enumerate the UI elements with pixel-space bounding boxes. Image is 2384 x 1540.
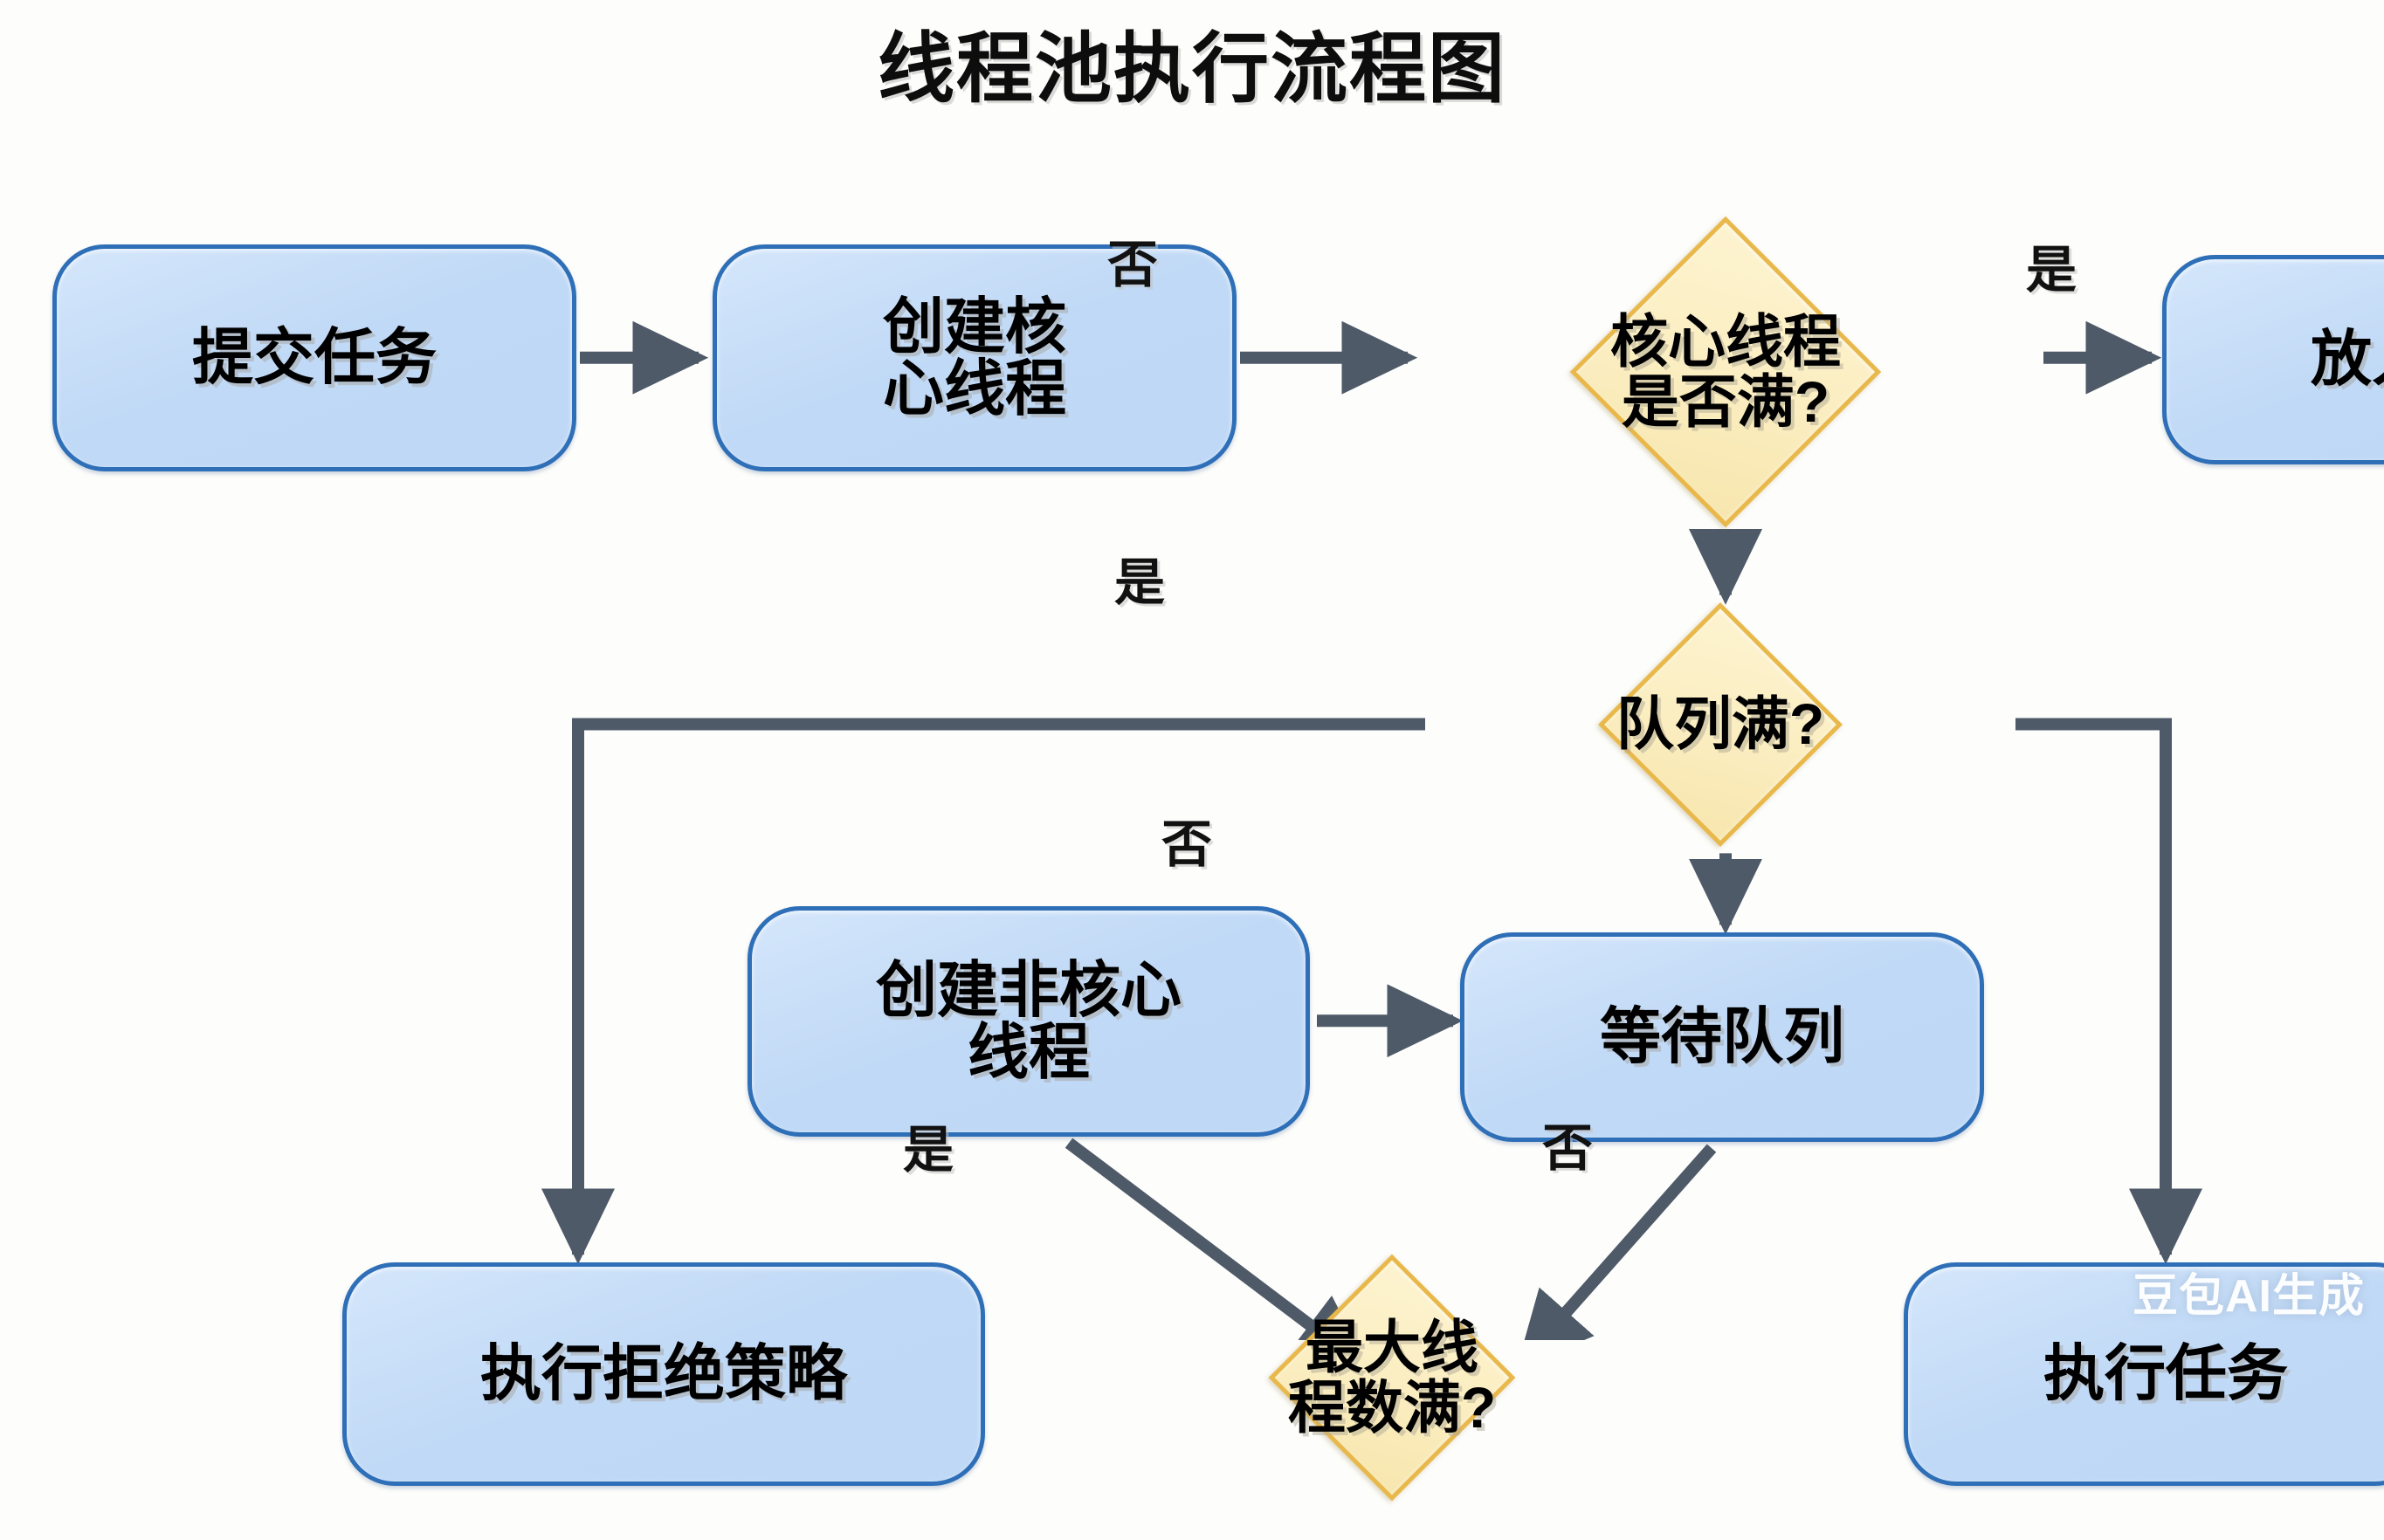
node-max-thread-full-decision[interactable]: 最大线 程数满? bbox=[1139, 1215, 1645, 1540]
node-enqueue-label: 放入队列 bbox=[2311, 325, 2384, 394]
connector-layer bbox=[541, 320, 2202, 1340]
node-create-core-thread[interactable]: 创建核 心线程 bbox=[713, 244, 1237, 471]
page-title: 线程池执行流程图 bbox=[877, 25, 1506, 112]
node-wait-queue[interactable]: 等待队列 bbox=[1460, 932, 1984, 1142]
flowchart-canvas: 线程池执行流程图 bbox=[52, 25, 2384, 1502]
edge-label-noncore-to-wait-queue: 否 bbox=[1161, 816, 1213, 873]
edge-label-core-full-to-enqueue: 是 bbox=[2026, 242, 2077, 299]
node-reject-policy-label: 执行拒绝策略 bbox=[480, 1339, 847, 1408]
edge-label-run-task-to-max-full: 否 bbox=[1542, 1120, 1594, 1177]
node-create-noncore-thread[interactable]: 创建非核心 线程 bbox=[748, 906, 1310, 1137]
edge-label-queue-full-to-reject: 是 bbox=[1114, 554, 1166, 611]
node-queue-full-decision[interactable]: 队列满? bbox=[1432, 602, 2008, 848]
node-wait-queue-label: 等待队列 bbox=[1600, 1002, 1844, 1071]
node-submit-task-label: 提交任务 bbox=[192, 323, 437, 392]
node-max-thread-full-label: 最大线 程数满? bbox=[1287, 1314, 1497, 1440]
node-core-thread-full-label: 核心线程 是否满? bbox=[1610, 308, 1841, 434]
node-create-noncore-thread-label: 创建非核心 线程 bbox=[876, 955, 1182, 1086]
node-enqueue[interactable]: 放入队列 bbox=[2162, 255, 2384, 464]
node-core-thread-full-decision[interactable]: 核心线程 是否满? bbox=[1415, 216, 2036, 528]
node-queue-full-label: 队列满? bbox=[1616, 691, 1825, 757]
edge-noncore-to-max-full bbox=[1065, 1138, 1370, 1340]
edge-queue-full-to-reject bbox=[541, 718, 1425, 1265]
node-run-task-label: 执行任务 bbox=[2043, 1339, 2288, 1408]
edge-label-max-full-to-reject: 是 bbox=[903, 1122, 954, 1179]
node-reject-policy[interactable]: 执行拒绝策略 bbox=[342, 1262, 985, 1486]
edge-wait-queue-to-max-full bbox=[1516, 1144, 1717, 1340]
node-submit-task[interactable]: 提交任务 bbox=[52, 244, 576, 471]
watermark: 豆包AI生成 bbox=[2132, 1271, 2365, 1322]
node-create-core-thread-label: 创建核 心线程 bbox=[883, 292, 1066, 423]
edge-label-core-thread-to-core-full: 否 bbox=[1107, 237, 1159, 293]
edge-queue-full-to-run-task bbox=[2015, 718, 2202, 1265]
